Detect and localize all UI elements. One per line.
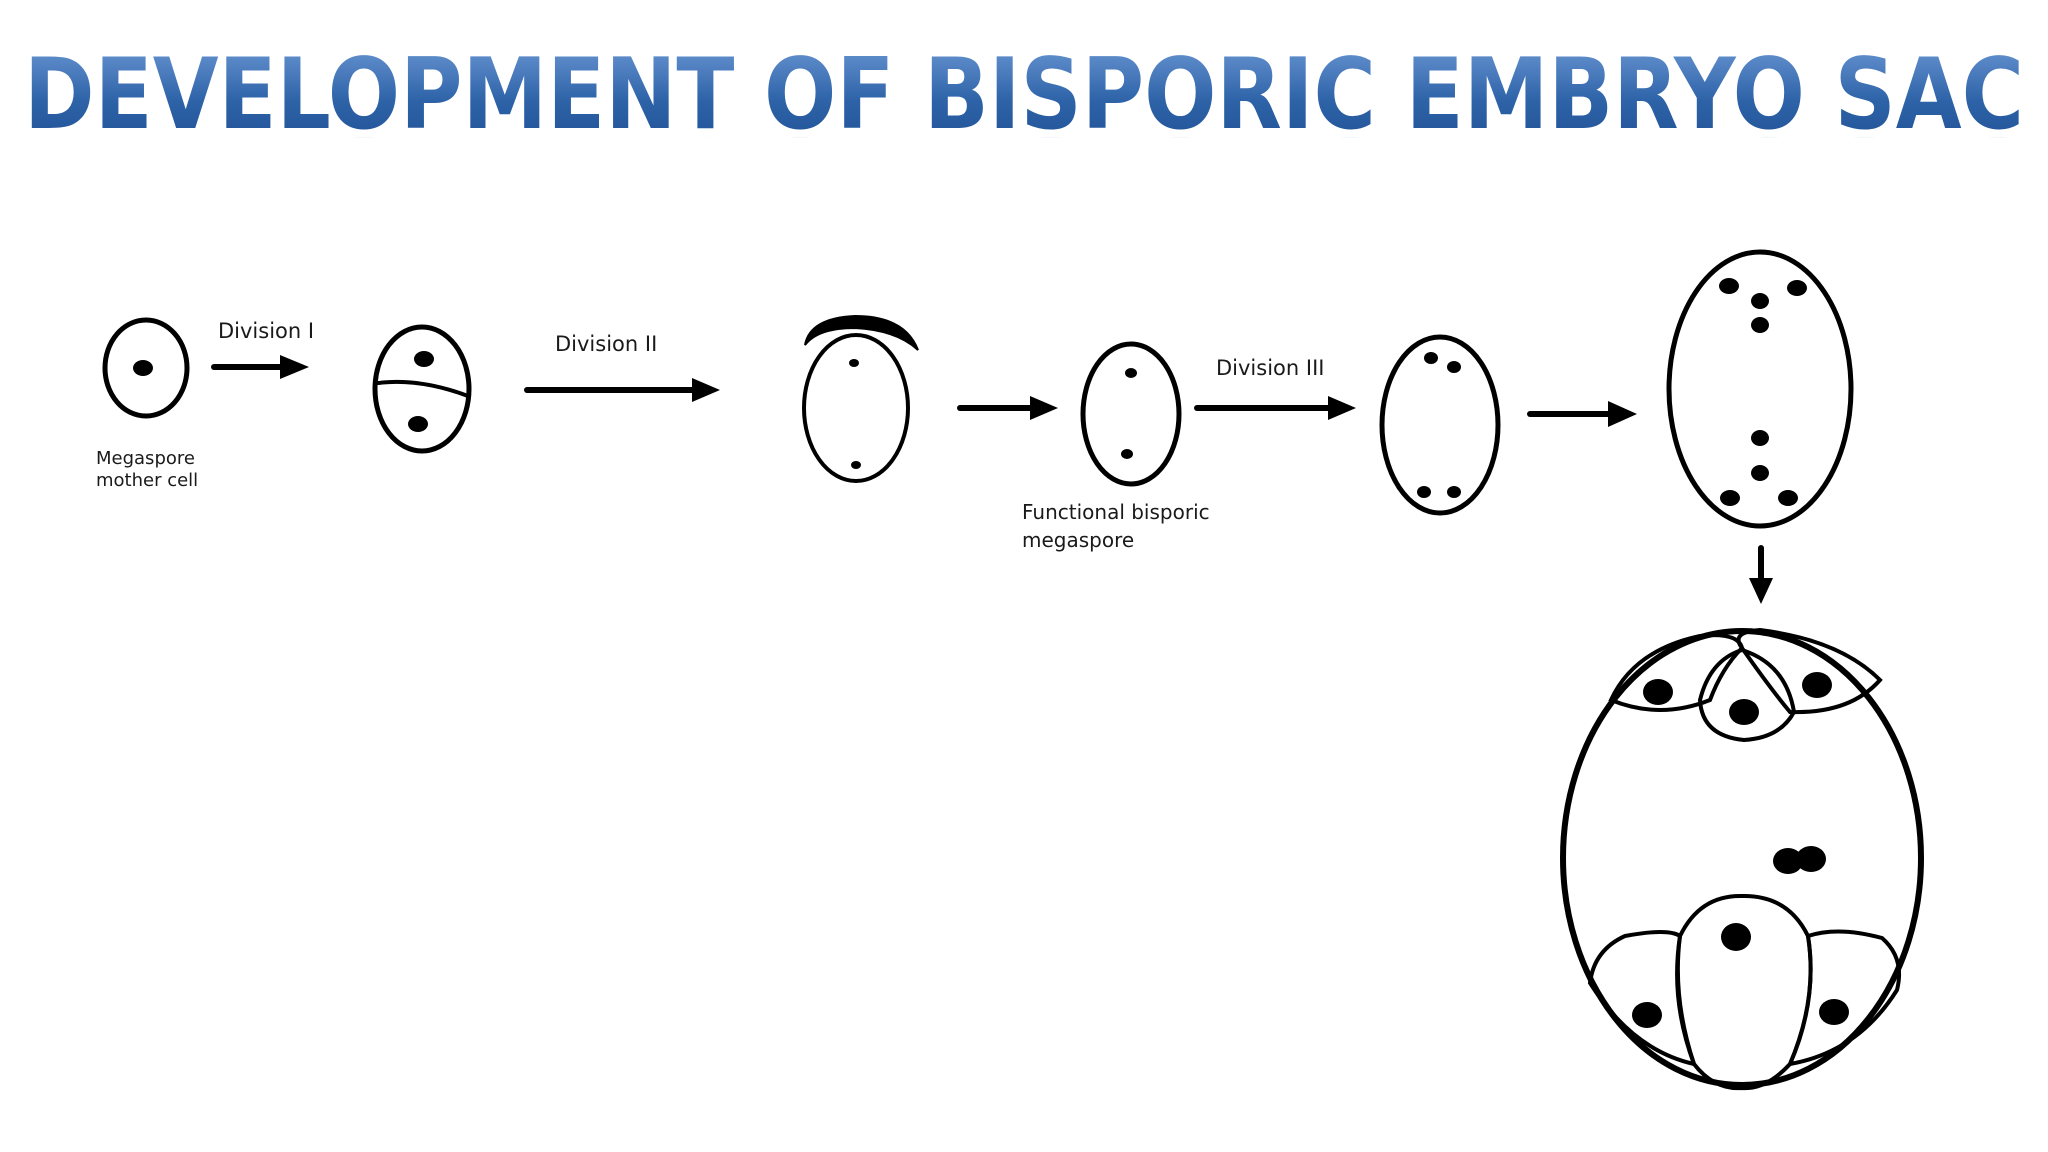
nucleus	[1720, 490, 1740, 506]
nucleus	[851, 461, 861, 469]
polar-nucleus	[1796, 846, 1826, 872]
cell-outline	[1666, 249, 1854, 529]
arrow-division-3	[1194, 396, 1356, 420]
nucleus	[133, 360, 153, 376]
nucleus	[1802, 672, 1832, 698]
stage-eight-nucleate	[1666, 249, 1854, 529]
polar-nucleus	[1773, 848, 1803, 874]
nucleus	[1751, 317, 1769, 333]
stage-megaspore-mother-cell	[102, 317, 190, 419]
nucleus	[1125, 368, 1137, 378]
title-group: DEVELOPMENT OF BISPORIC EMBRYO SAC DEVEL…	[24, 38, 2024, 228]
nucleus	[1751, 293, 1769, 309]
nucleus	[1719, 278, 1739, 294]
nucleus	[1447, 486, 1461, 498]
nucleus	[1729, 699, 1759, 725]
stage-after-division-2	[802, 314, 919, 483]
slide-title-reflection: DEVELOPMENT OF BISPORIC EMBRYO SAC	[24, 114, 2024, 228]
stage-mature-embryo-sac	[1560, 627, 1924, 1091]
division-1-label: Division I	[218, 319, 314, 343]
antipodal-cell	[1736, 627, 1883, 715]
nucleus	[1721, 923, 1751, 951]
stage-dyad	[372, 324, 472, 454]
arrow-down	[1749, 545, 1773, 604]
dyad-wall	[376, 379, 470, 398]
nucleus	[1819, 999, 1849, 1025]
degenerated-cell	[804, 314, 919, 351]
cell-outline	[102, 317, 190, 419]
embryo-sac-outline	[1560, 628, 1924, 1088]
arrow-division-2	[524, 378, 720, 402]
division-3-label: Division III	[1216, 356, 1324, 380]
nucleus	[414, 351, 434, 367]
arrow-division-1	[211, 355, 309, 379]
stage-four-nucleate	[1379, 334, 1501, 516]
division-2-label: Division II	[555, 332, 657, 356]
antipodal-cell	[1697, 647, 1797, 743]
nucleus	[1424, 352, 1438, 364]
label-line: mother cell	[96, 470, 198, 491]
arrow-plain-2	[1527, 401, 1637, 427]
nucleus	[1447, 361, 1461, 373]
cell-outline	[802, 333, 910, 483]
label-line: megaspore	[1022, 528, 1134, 552]
cell-outline	[1080, 341, 1182, 487]
nucleus	[1632, 1002, 1662, 1028]
label-line: Megaspore	[96, 448, 195, 469]
cell-outline	[1379, 334, 1501, 516]
arrow-plain-1	[957, 396, 1058, 420]
nucleus	[408, 416, 428, 432]
stage-functional-bisporic-megaspore	[1080, 341, 1182, 487]
nucleus	[1751, 465, 1769, 481]
cell-outline	[372, 324, 472, 454]
nucleus	[849, 359, 859, 367]
egg-cell	[1675, 893, 1813, 1091]
nucleus	[1787, 280, 1807, 296]
label-line: Functional bisporic	[1022, 500, 1210, 524]
nucleus	[1778, 490, 1798, 506]
nucleus	[1121, 449, 1133, 459]
nucleus	[1751, 430, 1769, 446]
stage-label-functional-bisporic-megaspore: Functional bisporic megaspore	[1022, 500, 1216, 552]
nucleus	[1417, 486, 1431, 498]
labels: Division I Division II Division III Mega…	[96, 319, 1324, 552]
nucleus	[1643, 679, 1673, 705]
slide-title: DEVELOPMENT OF BISPORIC EMBRYO SAC	[24, 38, 2024, 152]
stage-label-megaspore-mother-cell: Megaspore mother cell	[96, 448, 201, 491]
